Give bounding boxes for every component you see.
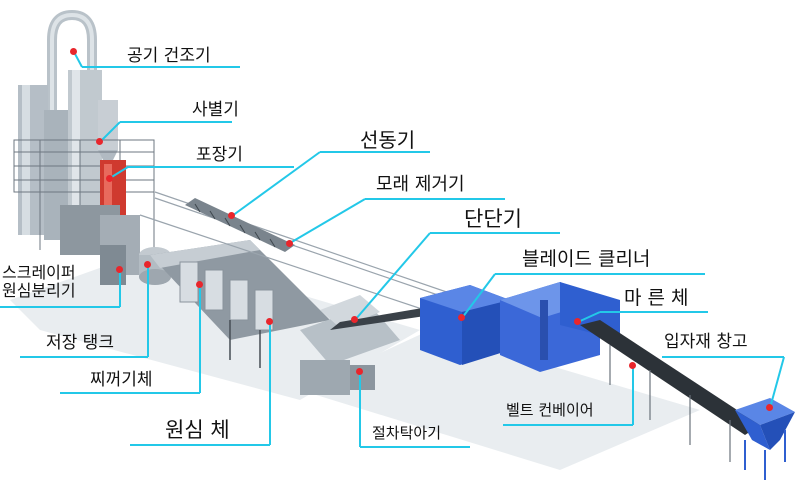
connector-stage [354, 232, 431, 321]
connector-material-warehouse [769, 356, 785, 409]
leader-line-stage [430, 232, 560, 234]
marker-packer [106, 175, 113, 182]
leader-line-belt-conveyor [503, 424, 633, 426]
label-dry-sieve: 마 른 체 [624, 287, 689, 309]
label-packer: 포장기 [196, 145, 243, 165]
label-material-warehouse: 입자재 창고 [664, 332, 748, 352]
marker-cutting-crusher [356, 368, 363, 375]
marker-dry-sieve [574, 318, 581, 325]
label-cutting-crusher: 절차탁아기 [372, 424, 442, 442]
marker-belt-conveyor [629, 362, 636, 369]
label-storage-tank: 저장 탱크 [46, 333, 114, 353]
leader-line-scraper-centrifuge [0, 306, 120, 308]
marker-air-dryer [70, 48, 77, 55]
label-stage: 단단기 [464, 207, 522, 231]
connector-lathe [231, 151, 321, 217]
leader-line-residue-sieve [60, 392, 200, 394]
label-residue-sieve: 찌꺼기체 [90, 370, 153, 390]
leader-line-air-dryer [82, 66, 240, 68]
leader-line-cutting-crusher [360, 446, 470, 448]
leader-line-storage-tank [20, 356, 148, 358]
lathe-machine [185, 198, 295, 252]
label-belt-conveyor: 벨트 컨베이어 [506, 401, 594, 419]
leader-line-blade-cleaner [495, 273, 705, 275]
connector-packer [109, 166, 129, 179]
residue-sieve-line [150, 240, 330, 368]
label-scraper-centrifuge: 스크레이퍼 원심분리기 [2, 263, 76, 301]
marker-stage [351, 316, 358, 323]
marker-storage-tank [144, 261, 151, 268]
marker-centrifugal-sieve [266, 318, 273, 325]
leader-line-packer [128, 166, 294, 168]
leader-line-dry-sieve [600, 311, 708, 313]
label-air-dryer: 공기 건조기 [127, 46, 211, 66]
leader-line-centrifugal-sieve [130, 444, 270, 446]
incline-conveyor [330, 285, 510, 365]
material-warehouse-hopper [735, 398, 795, 480]
marker-sand-remover [286, 240, 293, 247]
connector-sand-remover [289, 198, 366, 244]
marker-scraper-centrifuge [116, 266, 123, 273]
connector-dry-sieve [577, 311, 601, 323]
leader-line-sifter [120, 121, 232, 123]
belt-conveyor-machine [580, 320, 760, 462]
marker-blade-cleaner [458, 314, 465, 321]
connector-air-dryer [73, 51, 83, 68]
marker-sifter [96, 138, 103, 145]
leader-line-lathe [320, 151, 430, 153]
label-blade-cleaner: 블레이드 클리너 [522, 248, 651, 270]
label-sifter: 사별기 [192, 100, 239, 120]
marker-lathe [228, 212, 235, 219]
leader-line-material-warehouse [662, 356, 784, 358]
marker-material-warehouse [766, 404, 773, 411]
label-sand-remover: 모래 제거기 [376, 174, 465, 195]
connector-sifter [99, 121, 121, 143]
blade-cleaner-machine [500, 282, 620, 372]
label-lathe: 선동기 [360, 128, 416, 152]
label-centrifugal-sieve: 원심 체 [165, 418, 230, 442]
marker-residue-sieve [196, 281, 203, 288]
connector-blade-cleaner [461, 273, 496, 319]
leader-line-sand-remover [365, 198, 505, 200]
